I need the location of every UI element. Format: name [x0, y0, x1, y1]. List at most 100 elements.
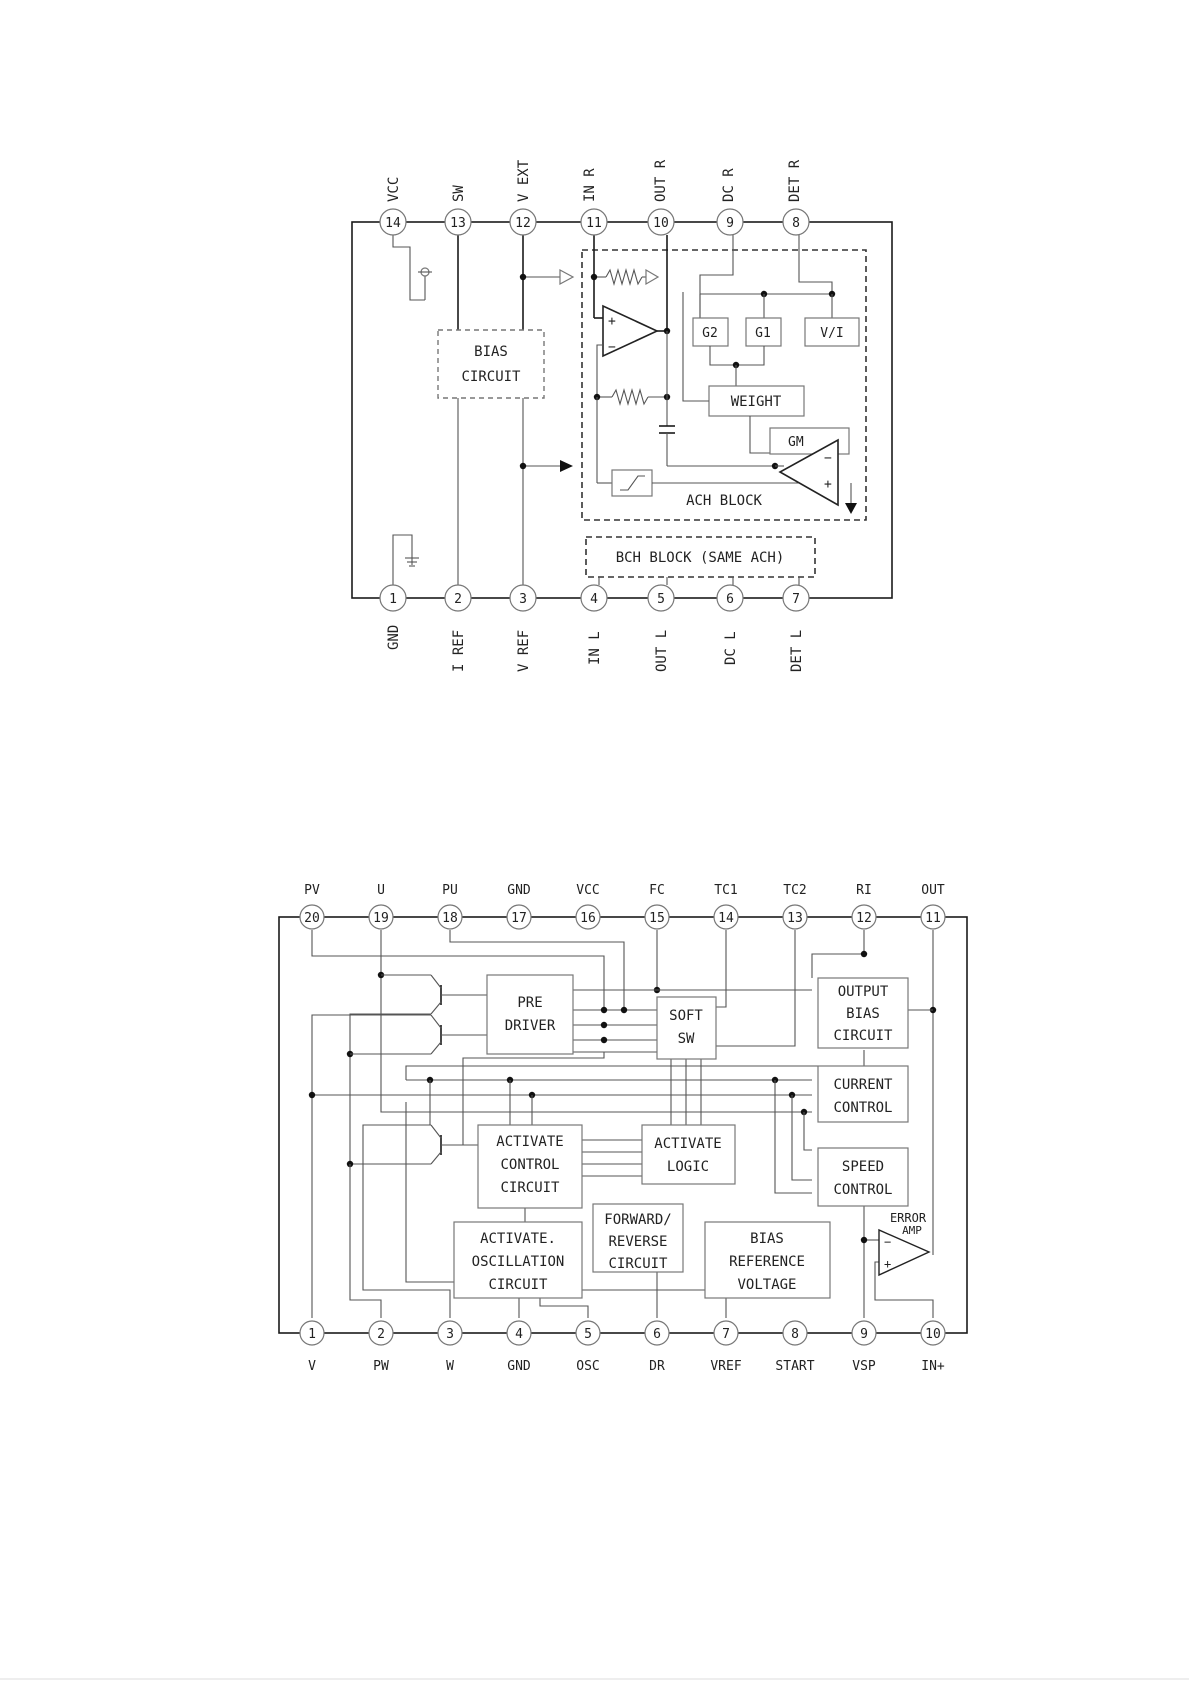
d2-pin-name-10: IN+	[921, 1359, 945, 1374]
d2-pin-name-1: V	[308, 1359, 316, 1374]
d1-pin-2: 2	[454, 592, 462, 607]
d1-pin-14: 14	[385, 216, 401, 231]
d2-pin-10: 10	[925, 1327, 941, 1342]
d2-pin-name-16: VCC	[576, 883, 599, 898]
svg-text:ACTIVATE: ACTIVATE	[654, 1136, 721, 1152]
d2-pin-19: 19	[373, 911, 389, 926]
d1-pin-13: 13	[450, 216, 466, 231]
d2-pin-name-15: FC	[649, 883, 665, 898]
d2-pin-name-13: TC2	[783, 883, 806, 898]
d2-transistor-3	[430, 1124, 478, 1165]
d2-forward-reverse-block	[592, 1203, 684, 1273]
d2-pin-14: 14	[718, 911, 734, 926]
svg-text:−: −	[884, 1235, 891, 1249]
svg-text:GM: GM	[788, 435, 804, 450]
d1-pin-4: 4	[590, 592, 598, 607]
d2-bottom-pins: 1 2 3 4 5 6 7 8 9 10	[299, 1320, 946, 1346]
svg-text:FORWARD/: FORWARD/	[604, 1212, 671, 1228]
d2-pin-7: 7	[722, 1327, 730, 1342]
d2-soft-sw-block	[656, 996, 717, 1060]
d1-pin-name-2: I REF	[451, 630, 467, 672]
d2-pin-13: 13	[787, 911, 803, 926]
d1-pin-name-5: OUT L	[654, 630, 670, 672]
d2-bias-reference-block	[704, 1221, 831, 1299]
d1-pin-name-7: DET L	[789, 630, 805, 672]
svg-text:SW: SW	[678, 1031, 695, 1047]
d2-activate-logic-block	[641, 1124, 736, 1185]
d2-activate-control-block	[477, 1124, 583, 1209]
d1-vext-arrow	[559, 268, 575, 286]
svg-text:SOFT: SOFT	[669, 1008, 703, 1024]
d1-ach-label: ACH BLOCK	[686, 493, 762, 509]
d2-error-amp-label-1: ERROR	[890, 1211, 927, 1225]
svg-text:+: +	[824, 477, 832, 492]
d2-pin-18: 18	[442, 911, 458, 926]
d2-pin-name-4: GND	[507, 1359, 531, 1374]
d2-pin-3: 3	[446, 1327, 454, 1342]
d2-pin-name-2: PW	[373, 1359, 389, 1374]
d2-top-pins: 20 19 18 17 16 15 14 13 12 11	[299, 904, 946, 930]
d2-error-amp	[878, 1228, 931, 1277]
d2-pin-6: 6	[653, 1327, 661, 1342]
d2-pin-12: 12	[856, 911, 872, 926]
d1-pin-name-11: IN R	[582, 168, 598, 202]
svg-text:CIRCUIT: CIRCUIT	[608, 1256, 668, 1272]
svg-text:BIAS: BIAS	[750, 1231, 784, 1247]
d2-pin-name-7: VREF	[710, 1359, 741, 1374]
d2-pin-11: 11	[925, 911, 941, 926]
d1-resistor-bottom	[611, 387, 649, 407]
d2-pin-name-12: RI	[856, 883, 872, 898]
svg-text:CIRCUIT: CIRCUIT	[488, 1277, 548, 1293]
d2-pin-name-11: OUT	[921, 883, 945, 898]
d2-pin-name-18: PU	[442, 883, 458, 898]
d1-pin-7: 7	[792, 592, 800, 607]
d2-pin-5: 5	[584, 1327, 592, 1342]
d1-pin-6: 6	[726, 592, 734, 607]
svg-text:LOGIC: LOGIC	[667, 1159, 709, 1175]
d2-pin-name-5: OSC	[576, 1359, 599, 1374]
d2-pin-20: 20	[304, 911, 320, 926]
svg-text:ACTIVATE.: ACTIVATE.	[480, 1231, 556, 1247]
svg-text:OUTPUT: OUTPUT	[838, 984, 889, 1000]
d2-pin-4: 4	[515, 1327, 523, 1342]
d2-pin-1: 1	[308, 1327, 316, 1342]
d2-activate-oscillation-block	[453, 1221, 583, 1299]
svg-text:CONTROL: CONTROL	[500, 1157, 559, 1173]
d1-g2-block	[692, 317, 729, 347]
d1-pin-name-1: GND	[386, 625, 402, 650]
svg-text:CURRENT: CURRENT	[833, 1077, 893, 1093]
svg-text:−: −	[824, 451, 832, 466]
d1-pin-name-13: SW	[451, 185, 467, 202]
svg-text:ACTIVATE: ACTIVATE	[496, 1134, 563, 1150]
d2-pin-name-20: PV	[304, 883, 320, 898]
svg-text:VOLTAGE: VOLTAGE	[737, 1277, 796, 1293]
d2-pin-name-6: DR	[649, 1359, 665, 1374]
d1-resistor-top	[605, 267, 643, 287]
d2-pin-8: 8	[791, 1327, 799, 1342]
d1-pin-5: 5	[657, 592, 665, 607]
d2-pin-name-3: W	[446, 1359, 454, 1374]
svg-text:OSCILLATION: OSCILLATION	[472, 1254, 565, 1270]
svg-text:WEIGHT: WEIGHT	[731, 394, 782, 410]
d2-pin-17: 17	[511, 911, 527, 926]
d1-pin-name-6: DC L	[723, 631, 739, 665]
d2-pin-9: 9	[860, 1327, 868, 1342]
svg-text:CIRCUIT: CIRCUIT	[500, 1180, 560, 1196]
d1-wiring: BIAS CIRCUIT	[392, 235, 575, 585]
d1-opamp-a	[602, 304, 659, 358]
d2-top-pin-names: PV U PU GND VCC FC TC1 TC2 RI OUT	[304, 883, 945, 898]
d1-pin-name-14: VCC	[386, 177, 402, 202]
d1-ach-block: ACH BLOCK + −	[581, 235, 867, 521]
d1-pin-9: 9	[726, 216, 734, 231]
svg-text:SPEED: SPEED	[842, 1159, 884, 1175]
d1-pin-10: 10	[653, 216, 669, 231]
d2-pin-name-19: U	[377, 883, 385, 898]
d1-opamp-gm	[778, 438, 839, 507]
d1-bch-block	[585, 536, 816, 578]
d2-pin-name-14: TC1	[714, 883, 737, 898]
d2-pin-16: 16	[580, 911, 596, 926]
d2-current-control-block	[817, 1065, 909, 1123]
block-diagram-1: VCC SW V EXT IN R OUT R DC R DET R BIAS	[351, 159, 893, 672]
ic-outline-2	[278, 916, 968, 1334]
